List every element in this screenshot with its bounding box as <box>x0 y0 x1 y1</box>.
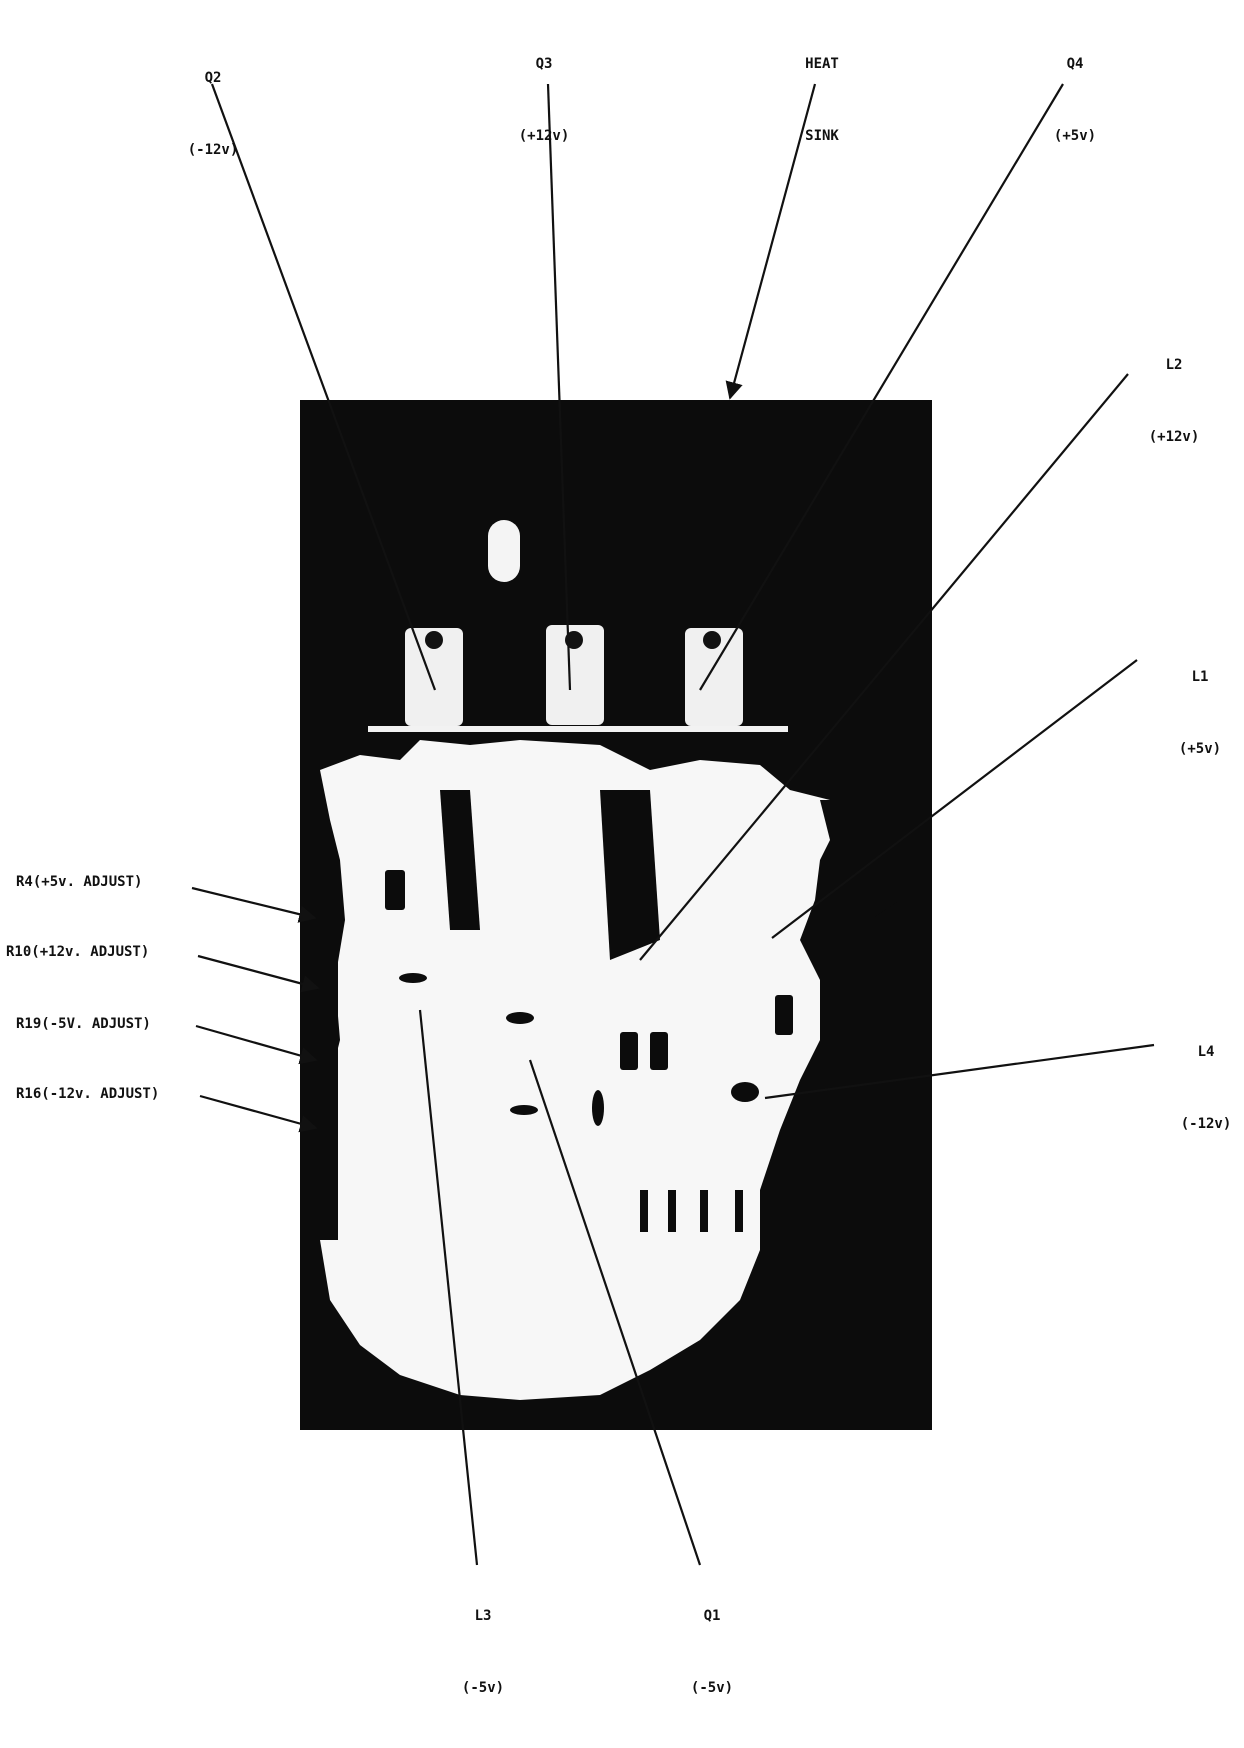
callout-q3: Q3 (+12v) <box>519 4 570 196</box>
callout-heat-sink: HEAT SINK <box>805 4 839 196</box>
leader-q4 <box>699 83 1064 691</box>
board-components <box>303 790 910 1240</box>
leader-r19 <box>195 1024 318 1065</box>
callout-l1-voltage: (+5v) <box>1178 741 1222 757</box>
callout-q4-name: Q4 <box>1066 56 1084 72</box>
callout-l2-voltage: (+12v) <box>1148 429 1200 445</box>
callout-r19: R19(-5V. ADJUST) <box>16 1016 151 1032</box>
diagram-canvas: Q2 (-12v) Q3 (+12v) HEAT SINK Q4 (+5v) L… <box>6 4 1232 1696</box>
transistor-q3-body <box>546 625 604 725</box>
callout-q2: Q2 (-12v) <box>188 18 239 210</box>
leader-lines <box>191 83 1155 1566</box>
callout-l1: L1 (+5v) <box>1179 617 1221 809</box>
callout-heat-sink-line2: SINK <box>805 128 839 144</box>
callout-heat-sink-line1: HEAT <box>805 56 839 72</box>
callout-q2-voltage: (-12v) <box>187 142 239 158</box>
callout-q4-voltage: (+5v) <box>1053 128 1097 144</box>
callout-l4-voltage: (-12v) <box>1180 1116 1232 1132</box>
callout-l2: L2 (+12v) <box>1149 305 1200 497</box>
mounting-bar <box>368 726 788 732</box>
callout-q3-voltage: (+12v) <box>518 128 570 144</box>
leader-l3 <box>418 1009 479 1566</box>
callout-q4: Q4 (+5v) <box>1054 4 1096 196</box>
callout-q1-name: Q1 <box>703 1608 721 1624</box>
leader-r4 <box>191 886 317 923</box>
callout-r4: R4(+5v. ADJUST) <box>16 874 143 890</box>
leader-heat-sink <box>725 83 817 400</box>
callout-l3-name: L3 <box>474 1608 492 1624</box>
callout-q3-name: Q3 <box>535 56 553 72</box>
leader-q2 <box>210 83 437 691</box>
leader-q1 <box>528 1059 702 1566</box>
leader-l4 <box>764 1043 1155 1100</box>
callout-l3: L3 (-5v) <box>462 1556 504 1748</box>
mounting-slot <box>488 520 520 582</box>
leader-r16 <box>199 1094 318 1133</box>
callout-l3-voltage: (-5v) <box>461 1680 505 1696</box>
callout-l4-name: L4 <box>1197 1044 1215 1060</box>
callout-l1-name: L1 <box>1191 669 1209 685</box>
callout-q2-name: Q2 <box>204 70 222 86</box>
power-supply-board-photo <box>191 83 1155 1566</box>
transistor-q4-body <box>685 628 743 726</box>
leader-l1 <box>771 659 1138 939</box>
callout-r16: R16(-12v. ADJUST) <box>16 1086 160 1102</box>
callout-q1: Q1 (-5v) <box>691 1556 733 1748</box>
transistor-q2-body <box>405 628 463 726</box>
callout-q1-voltage: (-5v) <box>690 1680 734 1696</box>
leader-q3 <box>546 83 572 691</box>
leader-r10 <box>197 954 320 993</box>
callout-l4: L4 (-12v) <box>1181 992 1232 1184</box>
leader-l2 <box>639 373 1129 961</box>
callout-r10: R10(+12v. ADJUST) <box>6 944 150 960</box>
callout-l2-name: L2 <box>1165 357 1183 373</box>
